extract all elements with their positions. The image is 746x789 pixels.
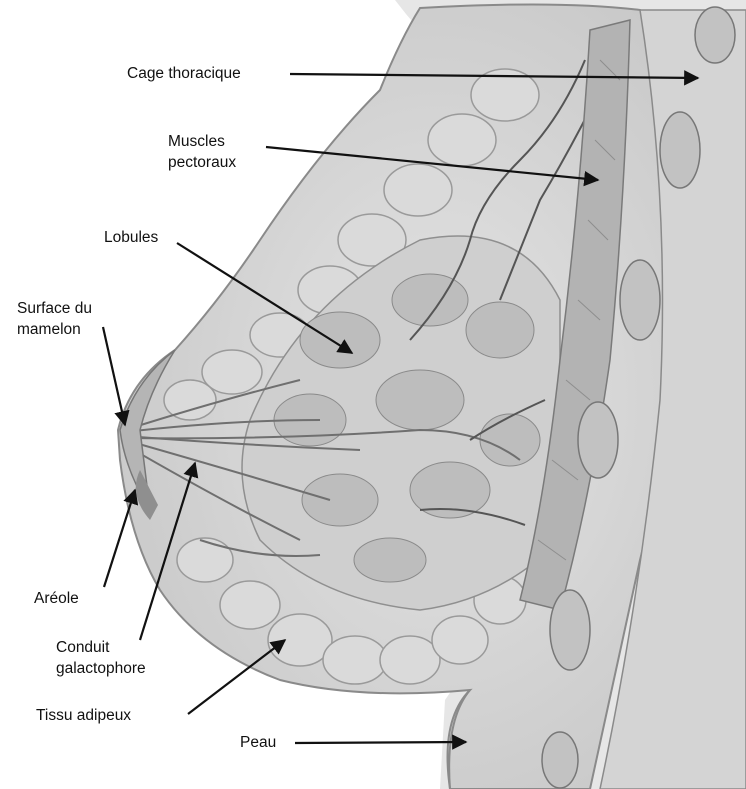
label-cage-thoracique: Cage thoracique: [127, 63, 241, 84]
label-areole: Aréole: [34, 588, 79, 609]
label-tissu-adipeux-text: Tissu adipeux: [36, 705, 131, 726]
label-conduit-galactophore: Conduit galactophore: [56, 637, 146, 679]
label-muscles-pectoraux: Muscles pectoraux: [168, 131, 236, 173]
label-areole-text: Aréole: [34, 588, 79, 609]
label-surface-du-mamelon: Surface du mamelon: [17, 298, 92, 340]
label-conduit-line2: galactophore: [56, 658, 146, 679]
label-surface-line2: mamelon: [17, 319, 92, 340]
label-surface-line1: Surface du: [17, 298, 92, 319]
label-muscles-line1: Muscles: [168, 131, 236, 152]
label-peau-text: Peau: [240, 732, 276, 753]
label-lobules: Lobules: [104, 227, 158, 248]
label-tissu-adipeux: Tissu adipeux: [36, 705, 131, 726]
label-conduit-line1: Conduit: [56, 637, 146, 658]
label-cage-thoracique-text: Cage thoracique: [127, 63, 241, 84]
label-peau: Peau: [240, 732, 276, 753]
label-lobules-text: Lobules: [104, 227, 158, 248]
label-muscles-line2: pectoraux: [168, 152, 236, 173]
